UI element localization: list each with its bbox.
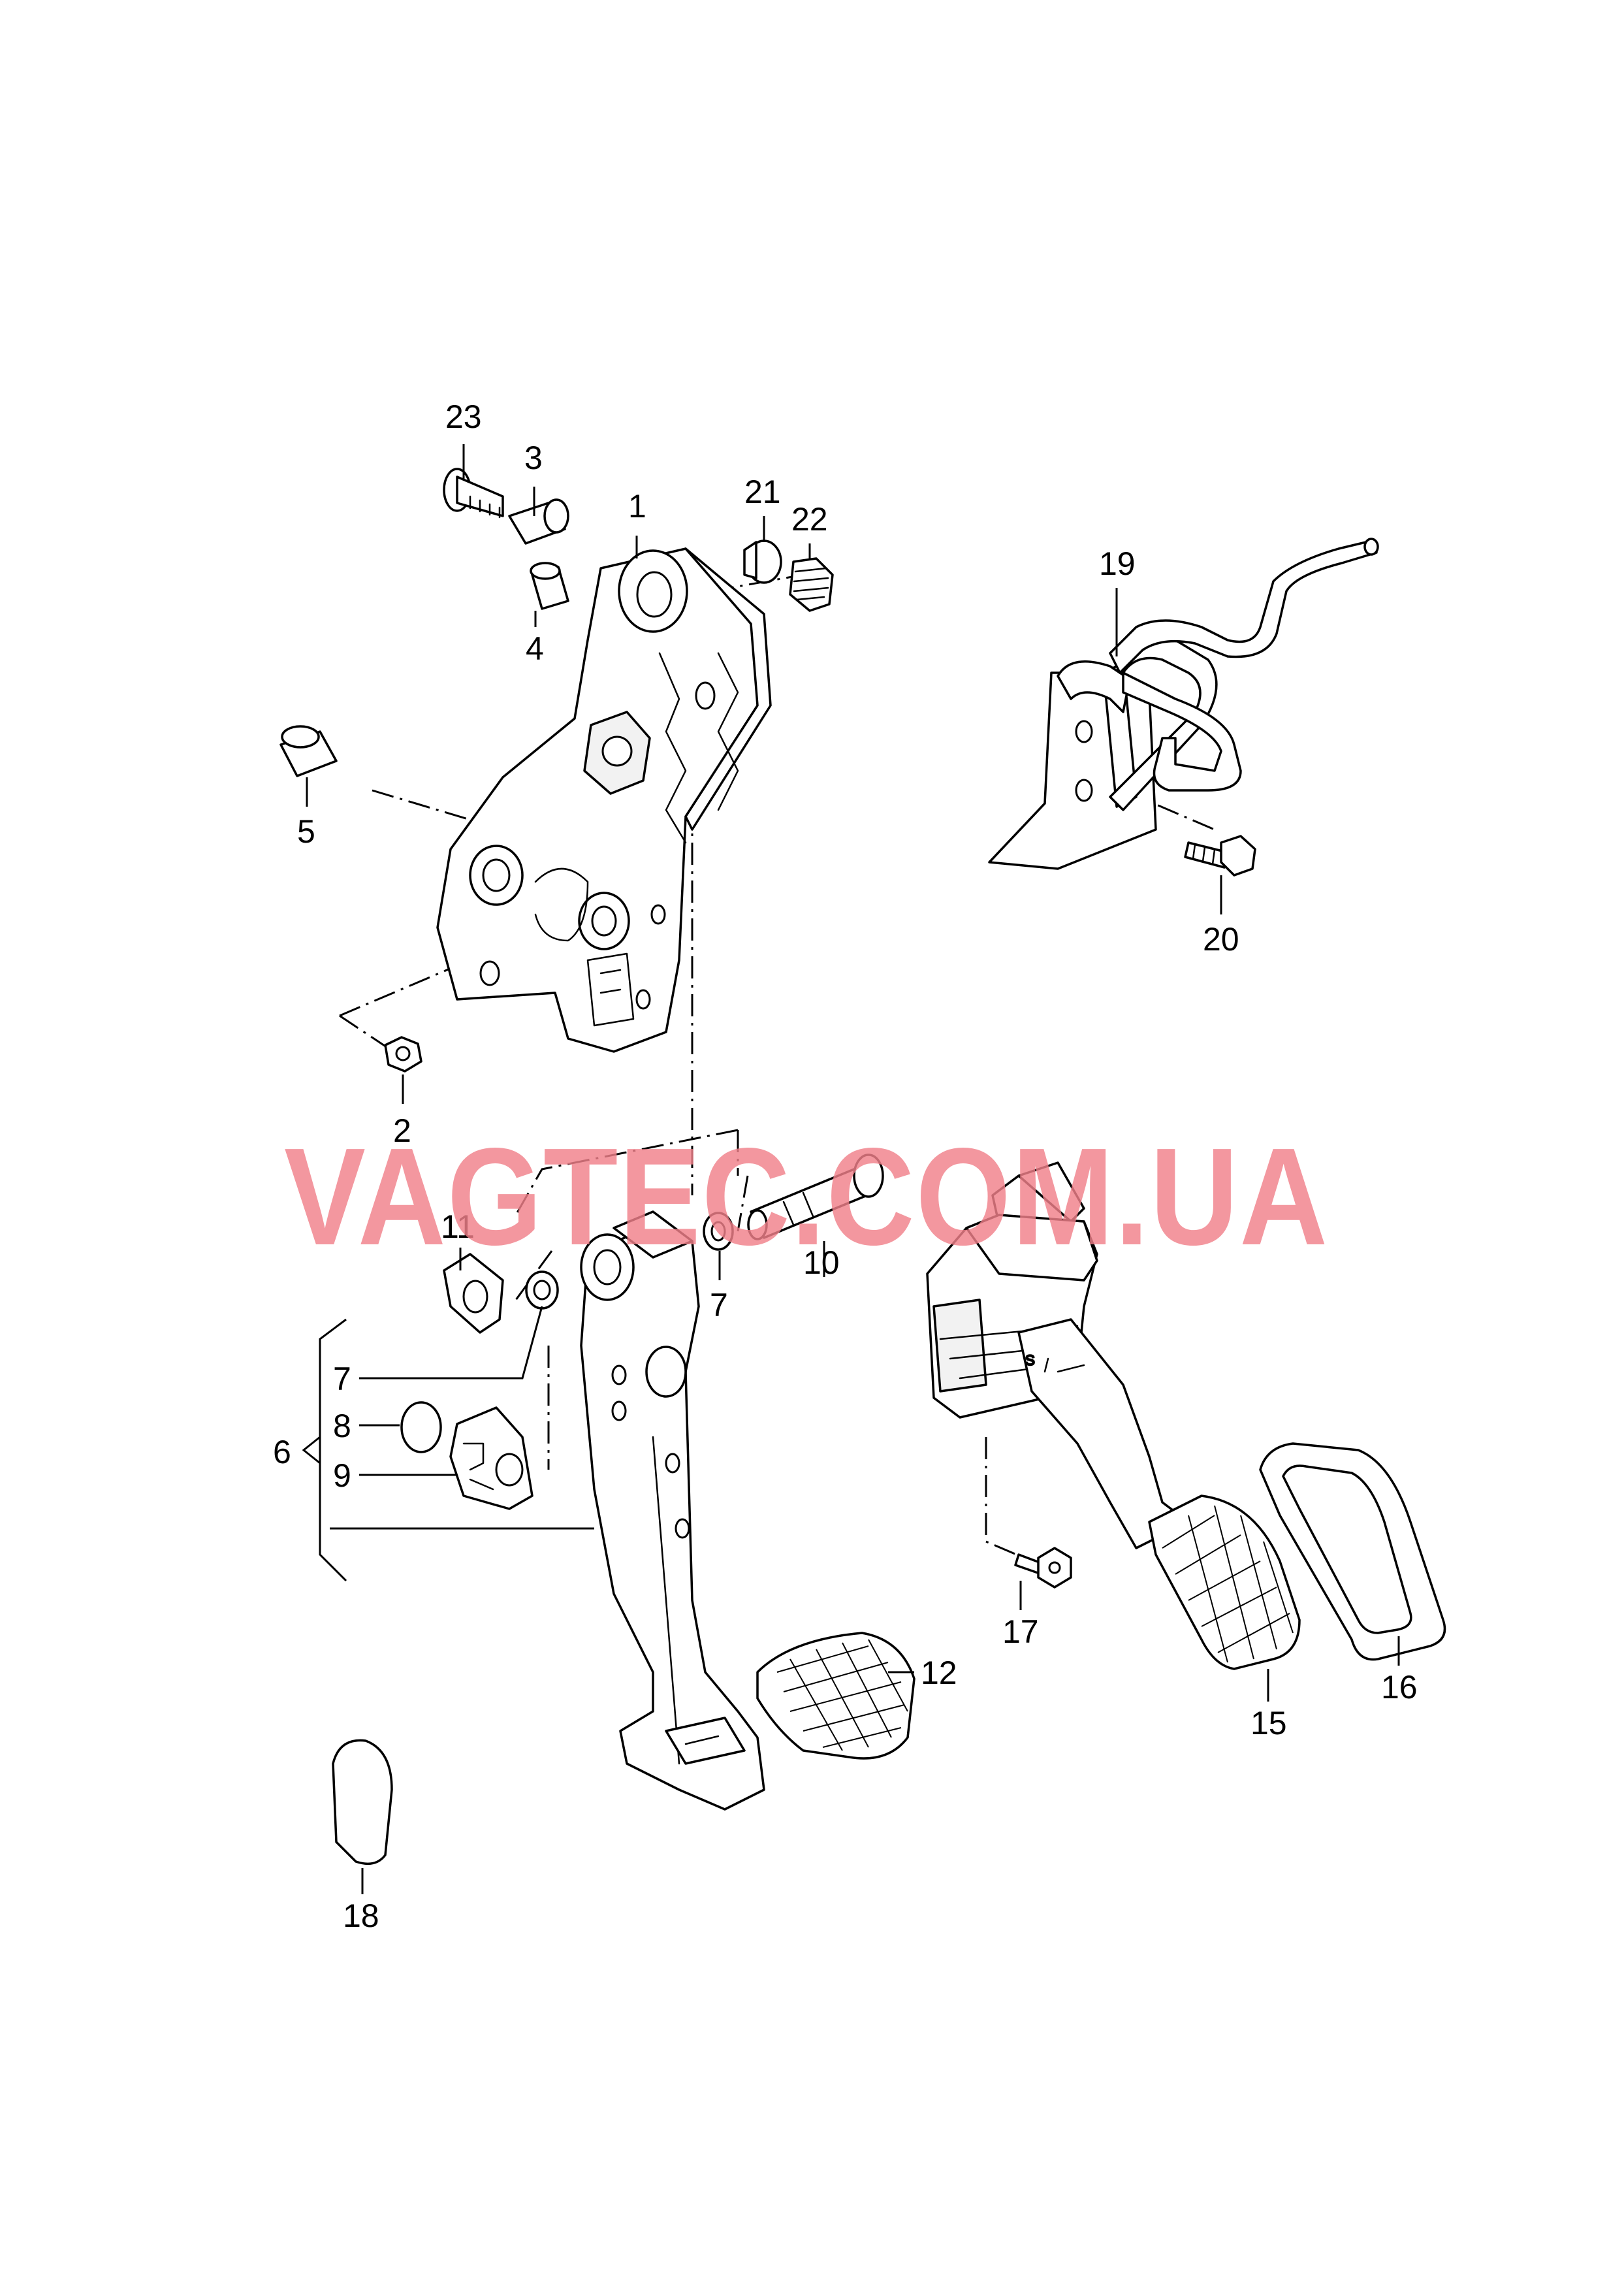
part-10-pivot-pin (747, 1154, 884, 1240)
callout-19: 19 (1099, 545, 1136, 582)
part-1-pedal-bracket (436, 547, 772, 1053)
callout-16: 16 (1381, 1669, 1418, 1705)
svg-text:S: S (1025, 1352, 1035, 1368)
callout-22: 22 (791, 501, 828, 538)
part-9-spring-element (449, 1406, 533, 1510)
callout-20: 20 (1203, 921, 1239, 958)
part-7-bushing-lower (525, 1270, 559, 1310)
callout-10: 10 (803, 1244, 840, 1281)
callout-7-upper: 7 (710, 1287, 728, 1323)
part-18-cover (332, 1739, 393, 1866)
watermark-text: VAGTEC.COM.UA (284, 1119, 1329, 1274)
callout-1: 1 (628, 488, 646, 525)
callout-2: 2 (393, 1112, 411, 1149)
callout-12: 12 (921, 1655, 957, 1691)
callout-8: 8 (333, 1408, 351, 1444)
callout-9: 9 (333, 1457, 351, 1494)
callout-23: 23 (445, 398, 482, 435)
part-3-bushing (508, 498, 569, 545)
part-15-accelerator-module: S (926, 1161, 1301, 1670)
part-17-bolt (1014, 1547, 1072, 1589)
part-21-clip (743, 540, 782, 584)
part-5-bushing (279, 725, 338, 777)
group-6-bracket (302, 1318, 347, 1582)
part-7-bushing-upper (703, 1212, 734, 1251)
callout-5: 5 (297, 813, 315, 850)
part-20-bolt (1184, 835, 1256, 877)
callout-18: 18 (343, 1898, 379, 1934)
callout-6: 6 (273, 1434, 291, 1470)
callouts: 23 3 1 21 22 4 5 2 19 20 11 7 10 7 6 8 9… (273, 398, 1418, 1934)
callout-7-lower: 7 (333, 1361, 351, 1397)
part-11-plate (443, 1253, 504, 1334)
callout-15: 15 (1250, 1705, 1287, 1741)
callout-21: 21 (744, 474, 781, 510)
clutch-pedal-arm (580, 1210, 765, 1811)
callout-4: 4 (526, 630, 544, 667)
part-16-accelerator-pad (1259, 1442, 1446, 1661)
part-19-bracket-rod (988, 538, 1379, 870)
part-22-nut (789, 557, 834, 612)
callout-11: 11 (441, 1208, 475, 1245)
part-4-spacer (530, 562, 569, 610)
leader-lines (306, 444, 1400, 1894)
callout-3: 3 (524, 440, 543, 476)
part-2-nut (384, 1036, 422, 1073)
callout-17: 17 (1002, 1613, 1039, 1650)
part-23-bolt (443, 468, 504, 519)
part-12-pedal-pad (756, 1632, 915, 1760)
part-8-cap (400, 1401, 442, 1453)
